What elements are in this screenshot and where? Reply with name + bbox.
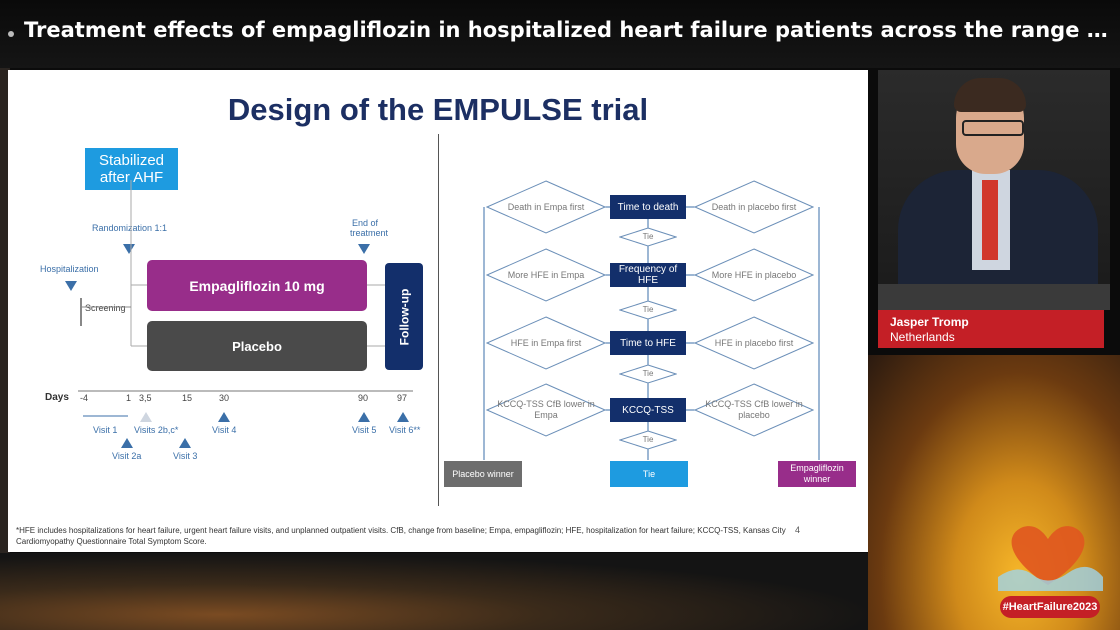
randomization-arrow-icon [123,244,135,254]
randomization-label: Randomization 1:1 [92,223,168,233]
decision-diamond: More HFE in Empa [485,248,607,302]
tie-diamond: Tie [618,300,678,320]
end-of-treatment-label: End of treatment [350,218,389,238]
visit-2bc-label: Visits 2b,c* [134,425,179,435]
speaker-video [878,70,1110,310]
decision-diamond: Death in placebo first [693,180,815,234]
followup-box: Follow-up [385,263,423,370]
criterion-box: Time to death [610,195,686,219]
criterion-box: Frequency of HFE [610,263,686,287]
video-title: Treatment effects of empagliflozin in ho… [24,18,1114,42]
visit-2a-marker-icon [121,438,133,448]
visit-4-label: Visit 4 [212,425,237,435]
hospitalization-label: Hospitalization [40,264,99,274]
visit-3-label: Visit 3 [173,451,198,461]
visit-6-marker-icon [397,412,409,422]
stabilized-box: Stabilized after AHF [85,148,178,190]
screening-label: Screening [85,303,126,313]
video-title-bar: Treatment effects of empagliflozin in ho… [0,0,1120,68]
visit-1-label: Visit 1 [93,425,118,435]
tie-diamond: Tie [618,430,678,450]
followup-label: Follow-up [397,288,411,345]
slide-title: Design of the EMPULSE trial [227,92,649,127]
day-tick: 30 [219,393,230,403]
timeline-lines [78,180,413,417]
tie-outcome-box: Tie [610,461,688,487]
backdrop-left [0,68,10,553]
visit-4-marker-icon [218,412,230,422]
tie-diamond: Tie [618,227,678,247]
speaker-hair [954,78,1026,112]
podium [878,284,1110,310]
visit-2a-label: Visit 2a [112,451,142,461]
criterion-box: KCCQ-TSS [610,398,686,422]
day-tick: -4 [80,393,89,403]
decision-diamond: HFE in placebo first [693,316,815,370]
days-label: Days [45,392,69,403]
day-tick: 1 [126,393,132,403]
placebo-winner-box: Placebo winner [444,461,522,487]
day-tick: 97 [397,393,408,403]
decision-diamond: Death in Empa first [485,180,607,234]
visit-3-marker-icon [179,438,191,448]
empagliflozin-winner-box: Empagliflozin winner [778,461,856,487]
day-tick: 90 [358,393,369,403]
speaker-country: Netherlands [890,330,955,344]
visit-5-marker-icon [358,412,370,422]
bullet-icon [8,31,14,37]
decision-diamond: KCCQ-TSS CfB lower in placebo [693,383,815,437]
slide-divider [438,134,439,506]
visit-2bc-marker-icon [140,412,152,422]
visit-5-label: Visit 5 [352,425,377,435]
end-treatment-arrow-icon [358,244,370,254]
placebo-arm: Placebo [147,321,367,371]
decision-diamond: More HFE in placebo [693,248,815,302]
criterion-box: Time to HFE [610,331,686,355]
backdrop-bottom [0,553,880,630]
empagliflozin-arm: Empagliflozin 10 mg [147,260,367,311]
speaker-nametag: Jasper Tromp Netherlands [878,310,1104,348]
speaker-lanyard [982,180,998,260]
decision-diamond: HFE in Empa first [485,316,607,370]
speaker-glasses [962,120,1024,136]
heart-logo-icon [998,526,1103,591]
slide-footnote: *HFE includes hospitalizations for heart… [16,526,786,546]
slide-page-number: 4 [795,525,801,535]
decision-diamond: KCCQ-TSS CfB lower in Empa [485,383,607,437]
presentation-slide: Design of the EMPULSE trial Stabilized a… [8,70,868,552]
hospitalization-arrow-icon [65,281,77,291]
hashtag-badge: #HeartFailure2023 [1000,596,1100,618]
day-tick: 3,5 [139,393,152,403]
speaker-name: Jasper Tromp [890,315,969,329]
visit-6-label: Visit 6** [389,425,421,435]
day-tick: 15 [182,393,193,403]
tie-diamond: Tie [618,364,678,384]
